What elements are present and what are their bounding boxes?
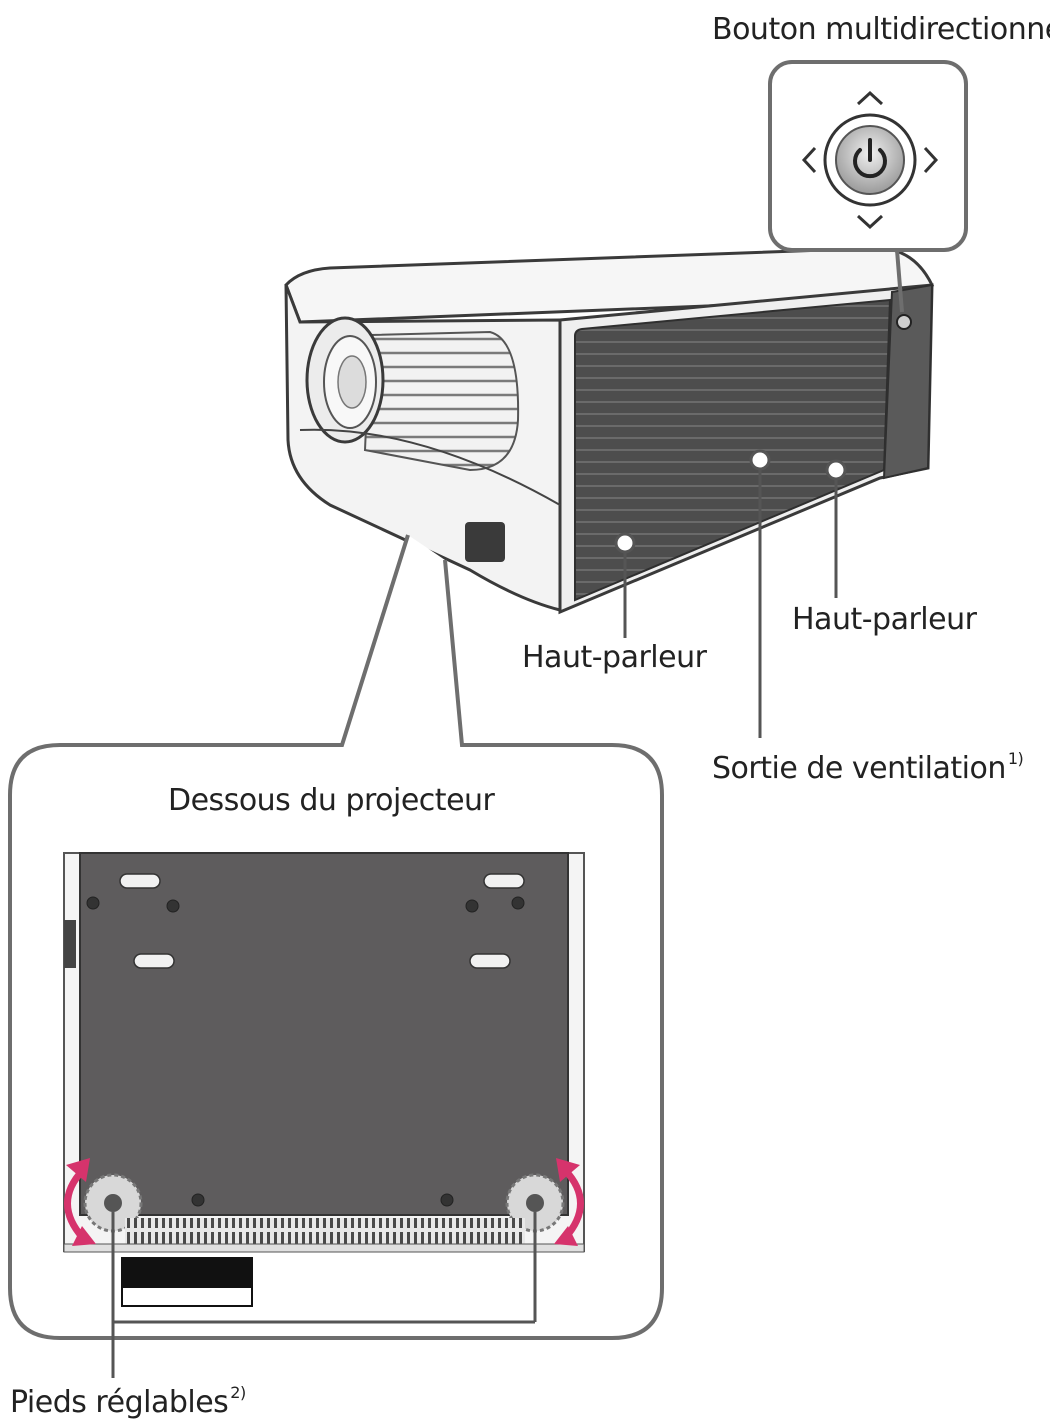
multidirectional-button-label: Bouton multidirectionnel <box>712 13 1050 47</box>
underside-title: Dessous du projecteur <box>168 784 494 818</box>
underside-panel <box>80 853 568 1215</box>
projector-lens <box>307 318 383 442</box>
underside-view <box>64 853 584 1306</box>
rear-panel <box>884 285 932 478</box>
ventilation-footnote: 1) <box>1008 749 1023 768</box>
feet-footnote: 2) <box>230 1383 245 1402</box>
multidirectional-button-location <box>897 315 911 329</box>
speaker-left-label: Haut-parleur <box>522 641 706 675</box>
ventilation-outlet-text: Sortie de ventilation <box>712 751 1006 786</box>
speaker-grille <box>575 300 890 600</box>
front-port <box>465 522 505 562</box>
speaker-right-label: Haut-parleur <box>792 603 976 637</box>
adjustable-feet-text: Pieds réglables <box>10 1385 228 1420</box>
front-vent <box>365 332 518 470</box>
